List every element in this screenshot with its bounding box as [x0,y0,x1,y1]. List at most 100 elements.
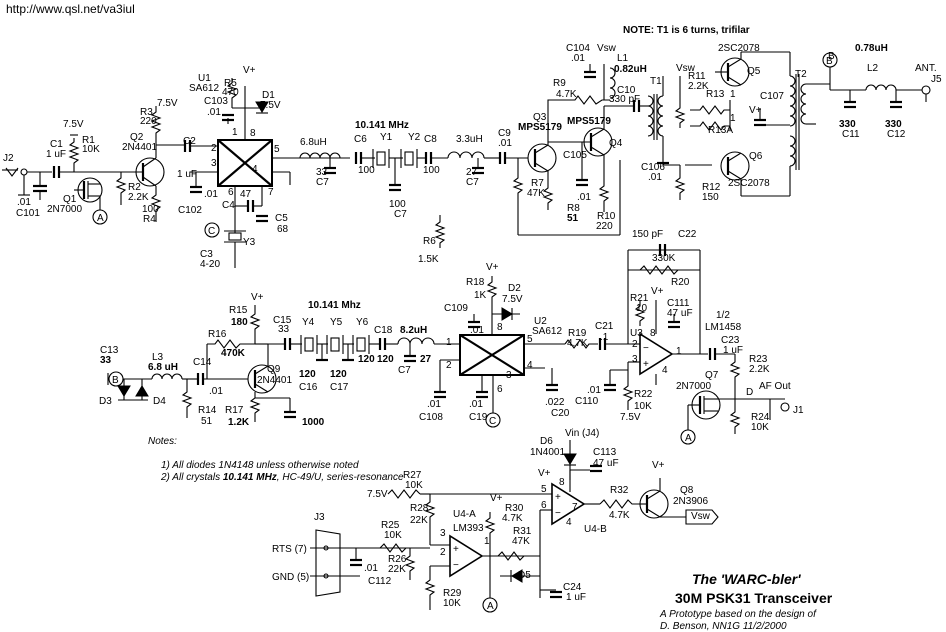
component-label: D3 [99,396,112,407]
component-label: 2N3906 [673,496,708,507]
component-label: C10 [617,85,636,96]
component-label: 1N4001 [530,447,565,458]
component-label: 4.7K [502,513,523,524]
component-label: 2N4401 [257,375,292,386]
component-label: R21 [630,293,649,304]
component-label: .01 [17,197,31,208]
component-label: R23 [749,354,768,365]
component-label: R3 [140,107,153,118]
component-label: 220 [596,221,613,232]
component-label: J2 [3,153,14,164]
component-label: C106 [641,162,665,173]
svg-text:C: C [208,226,215,237]
component-label: C11 [842,129,860,140]
component-label: C107 [760,91,784,102]
component-label: V+ [652,460,665,471]
component-label: .01 [577,192,591,203]
component-label: R30 [505,503,524,514]
component-label: 2N7000 [47,204,82,215]
component-label: 7.5V [367,489,388,500]
component-label: R26 [388,554,407,565]
tx-chain: B [299,51,931,248]
component-label: 1 uF [723,345,743,356]
component-label: 2 [440,547,446,558]
component-label: 8 [559,477,565,488]
component-label: 120 [330,369,347,380]
component-label: V+ [251,292,264,303]
component-label: C19 [469,412,488,423]
component-label: 150 [702,192,719,203]
svg-text:−: − [643,343,649,354]
component-label: 7.5V [157,98,178,109]
component-label: C22 [678,229,697,240]
component-label: 330 [885,119,902,130]
component-label: 150 pF [632,229,663,240]
component-label: V+ [538,468,551,479]
component-label: .01 [364,563,378,574]
component-label: 8 [497,322,503,333]
component-label: C9 [498,128,511,139]
component-label: 1 [232,127,238,138]
component-label: 2N4401 [122,142,157,153]
component-label: 10K [443,598,461,609]
component-label: 3 [632,354,638,365]
component-label: R27 [403,470,422,481]
component-label: C18 [374,325,393,336]
component-label: C111 [667,298,690,309]
component-label: C8 [424,134,437,145]
component-label: U1 [198,73,211,84]
component-label: Q2 [130,132,144,143]
component-label: 10K [751,422,769,433]
component-label: C23 [721,335,740,346]
component-label: 27 [466,167,478,178]
component-label: 5 [527,334,533,345]
component-label: 2 [632,339,638,350]
component-label: 33 [316,167,328,178]
component-label: J3 [314,512,325,523]
component-label: Y3 [243,237,256,248]
rx-front-end: A [2,78,300,268]
component-label: 1 uF [46,149,66,160]
svg-text:A: A [685,433,692,444]
component-label: C2 [183,136,196,147]
component-label: C108 [419,412,443,423]
component-label: 10K [634,401,652,412]
af-amp: − + [604,244,790,445]
component-label: C102 [178,205,202,216]
component-label: 3 [211,158,217,169]
component-label: LM1458 [705,322,742,333]
component-label: R31 [513,526,532,537]
note-line-2-a: 2) All crystals [160,472,223,483]
component-label: C24 [563,582,582,593]
component-label: Y6 [356,317,369,328]
component-label: 51 [201,416,213,427]
component-label: C6 [354,134,367,145]
component-label: U4-B [584,524,607,535]
component-label: .01 [209,386,223,397]
component-label: 3 [506,370,512,381]
credit-line-2: D. Benson, NN1G 11/2/2000 [660,621,787,632]
component-label: 47K [527,188,545,199]
component-label: 1.2K [228,417,250,428]
component-label: V+ [651,286,664,297]
component-label: 6 [541,500,547,511]
component-label: 6.8 uH [148,362,178,373]
component-label: C17 [330,382,349,393]
component-label: 27 [420,354,432,365]
component-label: .01 [498,138,512,149]
svg-text:C: C [489,416,496,427]
component-label: MPS5179 [567,116,611,127]
svg-text:+: + [555,492,561,503]
component-label: 3.3uH [456,134,483,145]
component-label: R20 [671,277,690,288]
component-label: 1 [484,536,490,547]
component-label: 1 uF [566,592,586,603]
component-label: L1 [617,53,629,64]
component-label: 1 [730,89,736,100]
component-label: Vsw [597,43,617,54]
component-label: D1 [262,90,275,101]
component-label: R2 [128,182,141,193]
component-label: R9 [553,78,566,89]
component-label: 1 [446,337,452,348]
component-label: 180 [231,317,248,328]
